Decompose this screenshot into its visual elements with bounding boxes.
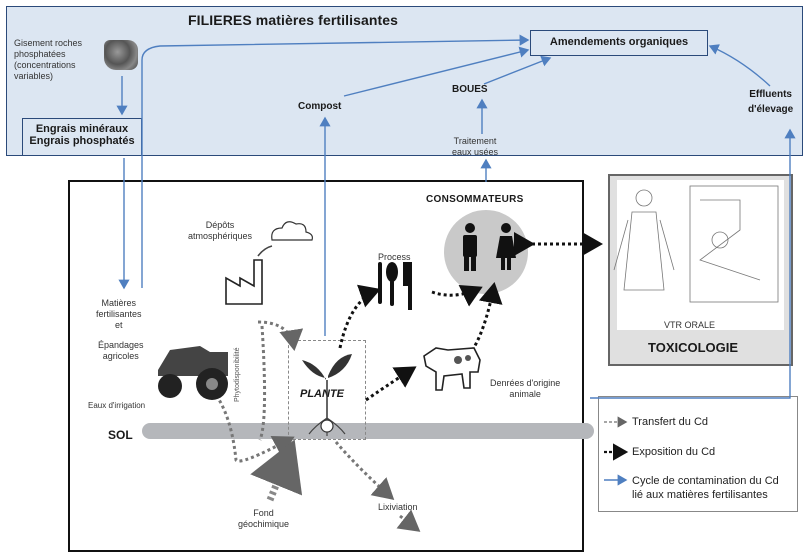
fond-line1: Fond — [253, 508, 274, 518]
plante-label: PLANTE — [300, 388, 344, 400]
denrees-line1: Denrées d'origine — [490, 378, 561, 388]
geochem-arrow — [250, 439, 303, 502]
irrigation-label: Eaux d'irrigation — [88, 401, 146, 410]
legend-cycle-line2: lié aux matières fertilisantes — [632, 489, 768, 501]
legend-box — [598, 396, 798, 512]
toxicology-figure — [617, 180, 784, 330]
matieres-line1: Matières — [101, 298, 137, 308]
plant-icon — [302, 354, 352, 436]
diagram-title: FILIERES matières fertilisantes — [188, 12, 399, 28]
legend-cycle-line1: Cycle de contamination du Cd — [632, 475, 779, 487]
effluents-line1: Effluents — [749, 89, 792, 100]
arrow-compost-to-amendements — [343, 46, 530, 97]
legend-cycle-label: Cycle de contamination du Cd lié aux mat… — [632, 474, 779, 502]
engrais-phosphates-label: Engrais phosphatés — [29, 135, 135, 147]
boues-label: BOUES — [452, 84, 488, 95]
fond-label: Fond géochimique — [238, 508, 289, 530]
legend-transfert-label: Transfert du Cd — [632, 416, 709, 428]
matieres-label: Matières fertilisantes et — [96, 298, 142, 331]
denrees-line2: animale — [509, 389, 541, 399]
process-label: Process — [378, 252, 411, 262]
vtr-label: VTR ORALE — [664, 320, 716, 330]
tractor-icon — [158, 346, 228, 400]
effluents-line2: d'élevage — [748, 104, 794, 115]
toxicology-title: TOXICOLOGIE — [648, 340, 739, 355]
transfer-arrows — [199, 320, 421, 532]
cutlery-icon — [378, 262, 412, 310]
epandages-label: Épandages agricoles — [98, 340, 144, 362]
legend-icons — [604, 416, 629, 486]
rock-label: Gisement roches phosphatées (concentrati… — [14, 38, 83, 81]
arrow-matieres-to-amendements — [141, 34, 530, 288]
cloud-icon — [271, 221, 313, 241]
legend-exposition-label: Exposition du Cd — [632, 446, 716, 458]
sol-label: SOL — [108, 428, 133, 442]
traitement-line1: Traitement — [453, 136, 497, 146]
fond-line2: géochimique — [238, 519, 290, 529]
engrais-mineraux-label: Engrais minéraux — [35, 123, 129, 135]
amendements-box[interactable]: Amendements organiques — [530, 30, 708, 56]
compost-label: Compost — [298, 101, 342, 112]
cow-icon — [423, 347, 481, 391]
lixiviation-label: Lixiviation — [378, 502, 418, 512]
cycle-arrows — [116, 34, 796, 399]
depots-line2: atmosphériques — [188, 231, 253, 241]
denrees-label: Denrées d'origine animale — [490, 378, 560, 400]
depots-label: Dépôts atmosphériques — [188, 220, 252, 242]
effluents-label: Effluents d'élevage — [748, 89, 793, 115]
body-schematic-icon — [613, 185, 779, 303]
matieres-line2: fertilisantes — [96, 309, 142, 319]
plant-box — [288, 340, 366, 440]
rock-image — [104, 40, 138, 70]
arrow-animal-to-effluents — [590, 128, 796, 399]
epandages-line1: Épandages — [98, 340, 144, 350]
factory-icon — [225, 245, 273, 305]
traitement-label: Traitement eaux usées — [452, 136, 498, 158]
matieres-line3: et — [115, 320, 123, 330]
consumers-icon — [463, 223, 516, 271]
traitement-line2: eaux usées — [452, 147, 499, 157]
consommateurs-label: CONSOMMATEURS — [426, 194, 524, 205]
epandages-line2: agricoles — [102, 351, 139, 361]
soil-band — [142, 423, 594, 439]
arrow-effluents-to-amendements — [708, 44, 771, 87]
depots-line1: Dépôts — [205, 220, 235, 230]
arrow-boues-to-amendements — [483, 55, 552, 85]
